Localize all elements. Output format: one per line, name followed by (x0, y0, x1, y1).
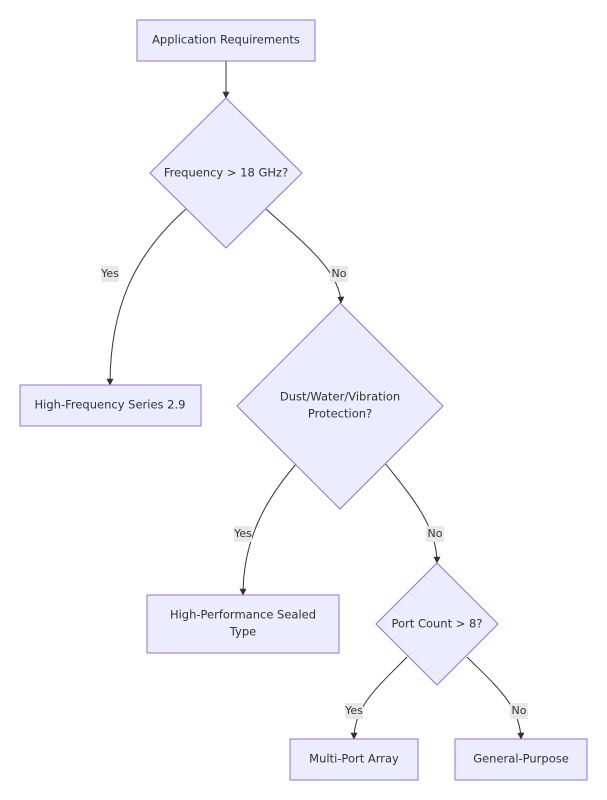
edge-label-text: No (512, 704, 527, 717)
edge-label-text: No (332, 267, 347, 280)
edge-label-frequency-no: No (330, 266, 348, 282)
decision-label-line1: Dust/Water/Vibration (280, 390, 400, 404)
decision-port-count: Port Count > 8? (375, 562, 499, 686)
node-high-frequency-series: High-Frequency Series 2.9 (19, 384, 202, 427)
decision-protection: Dust/Water/Vibration Protection? (236, 302, 444, 510)
edge-label-ports-yes: Yes (344, 703, 363, 719)
edge-label-ports-no: No (510, 703, 528, 719)
edge-label-text: Yes (344, 704, 363, 717)
edge-frequency-no (265, 208, 345, 304)
edge-label-protection-no: No (426, 526, 444, 542)
node-application-requirements: Application Requirements (136, 19, 316, 62)
node-label: Application Requirements (152, 33, 300, 47)
node-label-line2: Type (229, 625, 256, 639)
node-label: Multi-Port Array (309, 752, 399, 766)
edge-frequency-yes (106, 208, 187, 386)
node-multi-port-array: Multi-Port Array (289, 738, 419, 781)
edge-ports-yes (350, 656, 408, 740)
edge-label-text: No (428, 527, 443, 540)
node-high-performance-sealed: High-Performance Sealed Type (146, 594, 340, 654)
edge-protection-yes (239, 462, 298, 596)
decision-label: Frequency > 18 GHz? (164, 166, 288, 180)
edge-label-text: Yes (100, 267, 119, 280)
node-label: High-Frequency Series 2.9 (35, 398, 186, 412)
edge-label-text: Yes (233, 527, 252, 540)
edge-ports-no (466, 656, 525, 740)
decision-label: Port Count > 8? (392, 617, 483, 631)
edge-label-frequency-yes: Yes (100, 266, 119, 282)
decision-label-line2: Protection? (308, 407, 372, 421)
decision-frequency: Frequency > 18 GHz? (149, 97, 303, 249)
node-label-line1: High-Performance Sealed (170, 608, 316, 622)
edge-label-protection-yes: Yes (233, 526, 252, 542)
node-label: General-Purpose (473, 752, 569, 766)
node-general-purpose: General-Purpose (454, 738, 588, 781)
edge-protection-no (384, 462, 441, 564)
